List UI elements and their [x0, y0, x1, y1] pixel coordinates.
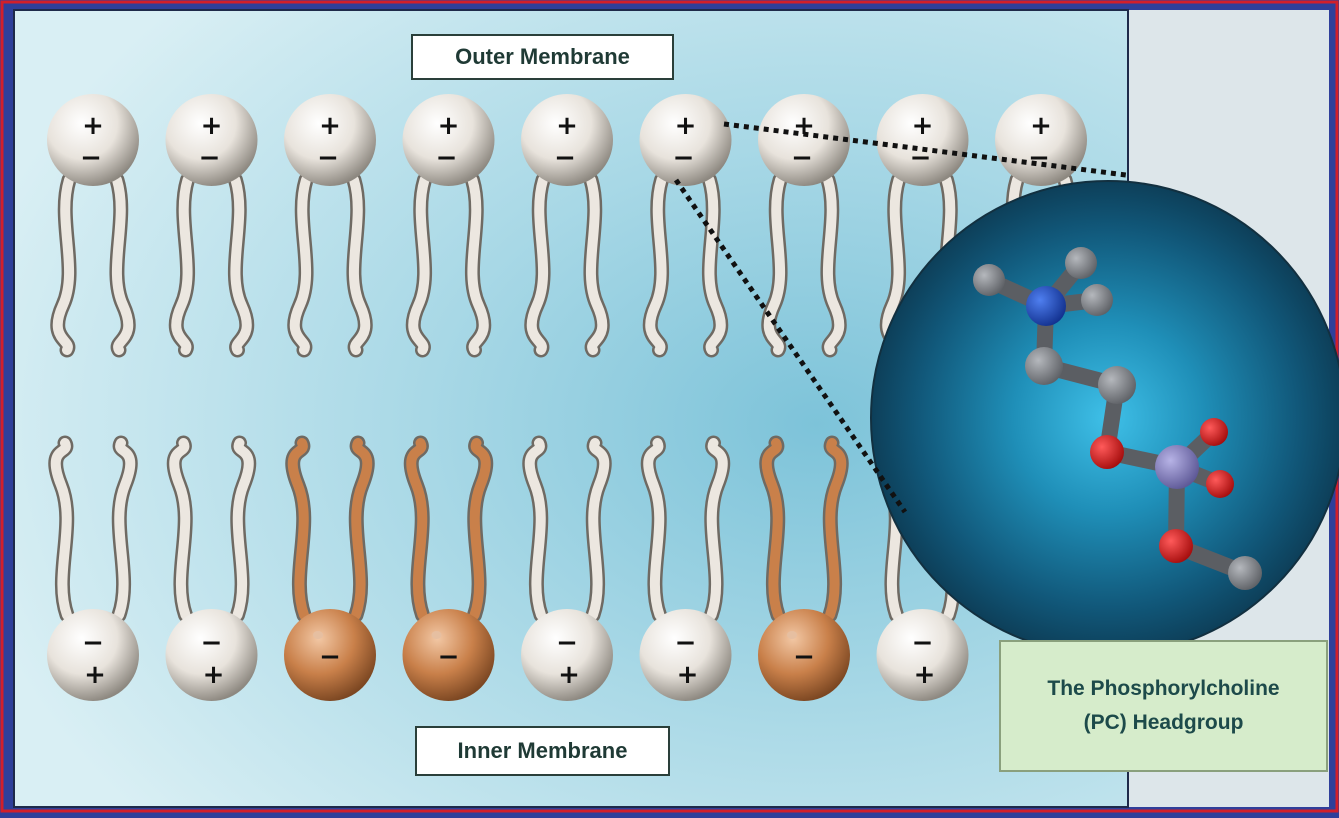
oxygen-atom — [1206, 470, 1234, 498]
charge-plus: + — [82, 111, 104, 141]
charge-plus: + — [201, 111, 223, 141]
pc-label-line1: The Phosphorylcholine — [1047, 672, 1279, 706]
nitrogen-atom — [1026, 286, 1066, 326]
charge-minus: − — [80, 143, 102, 173]
charge-minus: − — [554, 143, 576, 173]
charge-plus: + — [556, 111, 578, 141]
charge-minus: − — [82, 628, 104, 658]
charge-minus: − — [319, 642, 341, 672]
charge-minus: − — [199, 143, 221, 173]
oxygen-atom — [1200, 418, 1228, 446]
oxygen-atom — [1159, 529, 1193, 563]
charge-plus: + — [319, 111, 341, 141]
charge-plus: + — [1030, 111, 1052, 141]
charge-minus: − — [201, 628, 223, 658]
highlight — [432, 631, 442, 639]
charge-minus: − — [436, 143, 458, 173]
charge-plus: + — [84, 660, 106, 690]
carbon-atom — [1025, 347, 1063, 385]
charge-minus: − — [791, 143, 813, 173]
phosphorus-atom — [1155, 445, 1199, 489]
carbon-atom — [1081, 284, 1113, 316]
charge-minus: − — [673, 143, 695, 173]
charge-plus: + — [912, 111, 934, 141]
charge-minus: − — [317, 143, 339, 173]
charge-plus: + — [558, 660, 580, 690]
charge-minus: − — [912, 628, 934, 658]
carbon-atom — [973, 264, 1005, 296]
pc-headgroup-label: The Phosphorylcholine (PC) Headgroup — [999, 640, 1328, 772]
carbon-atom — [1228, 556, 1262, 590]
charge-minus: − — [793, 642, 815, 672]
charge-plus: + — [203, 660, 225, 690]
charge-minus: − — [556, 628, 578, 658]
charge-minus: − — [1028, 143, 1050, 173]
highlight — [787, 631, 797, 639]
carbon-atom — [1098, 366, 1136, 404]
charge-plus: + — [677, 660, 699, 690]
highlight — [313, 631, 323, 639]
charge-plus: + — [438, 111, 460, 141]
charge-plus: + — [914, 660, 936, 690]
pc-label-line2: (PC) Headgroup — [1084, 706, 1244, 740]
oxygen-atom — [1090, 435, 1124, 469]
charge-plus: + — [675, 111, 697, 141]
charge-minus: − — [438, 642, 460, 672]
outer-membrane-label: Outer Membrane — [411, 34, 674, 80]
inner-membrane-label: Inner Membrane — [415, 726, 670, 776]
carbon-atom — [1065, 247, 1097, 279]
charge-minus: − — [675, 628, 697, 658]
